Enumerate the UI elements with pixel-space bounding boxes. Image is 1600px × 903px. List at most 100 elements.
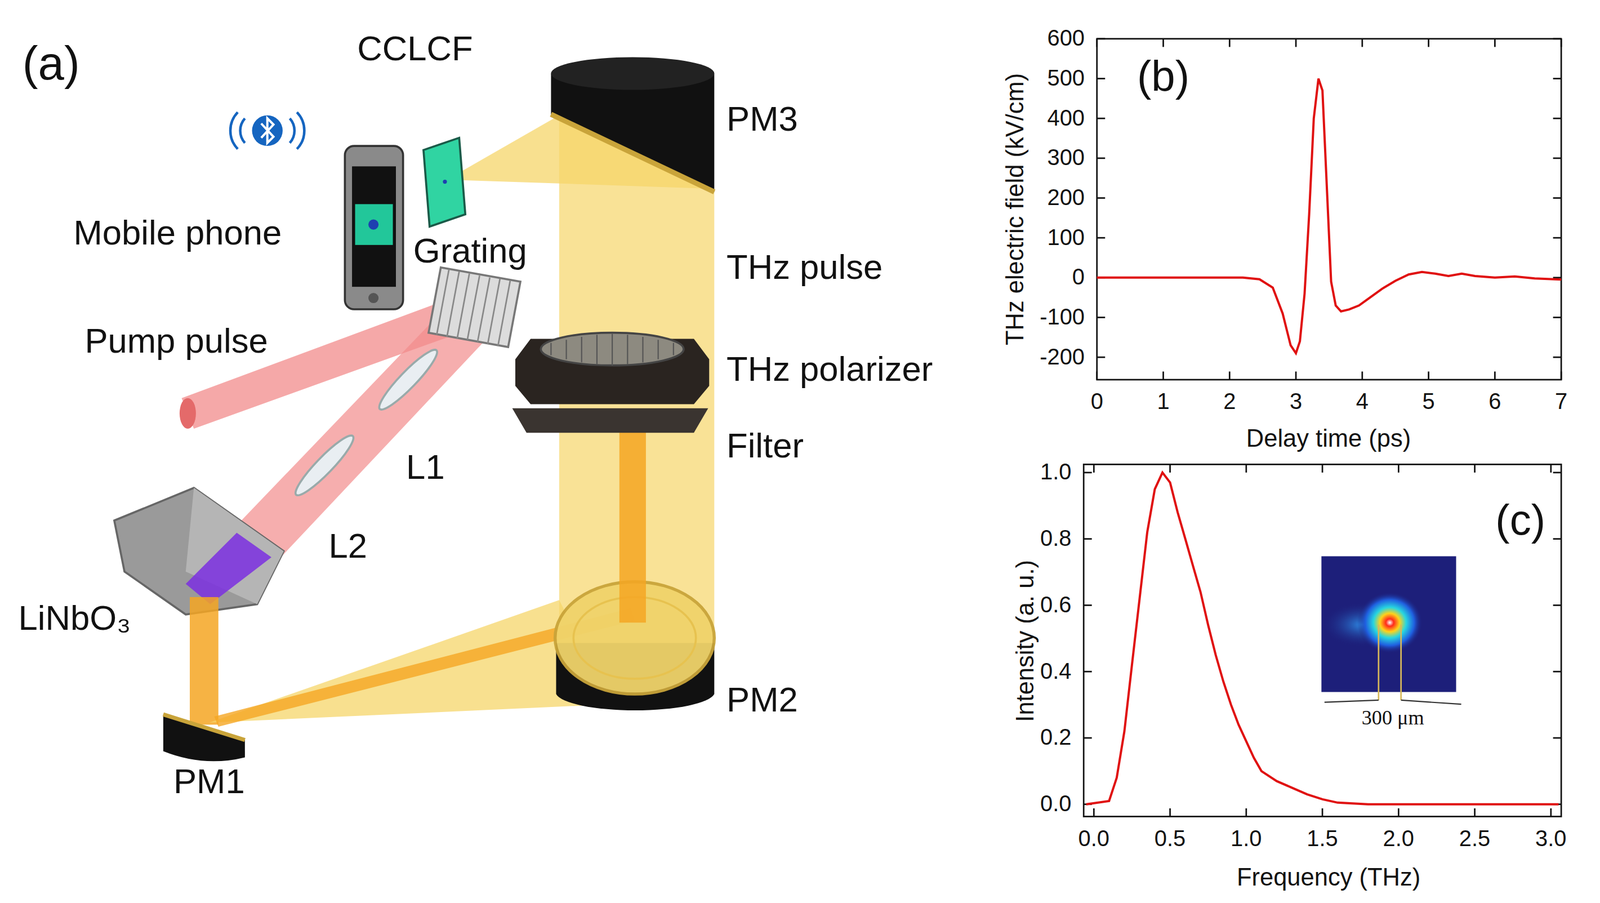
grating: [428, 267, 521, 347]
figure-label: 0: [1090, 389, 1104, 415]
tick-mark: [1083, 670, 1092, 673]
tick-mark: [1553, 537, 1562, 540]
figure-label: 3.0: [1535, 826, 1567, 851]
tick-mark: [1553, 316, 1562, 319]
waveform-curve: [1097, 78, 1562, 354]
tick-mark: [1553, 356, 1562, 359]
figure-label: 1.0: [1230, 826, 1262, 851]
thz-polarizer: [515, 332, 710, 405]
tick-mark: [1553, 237, 1562, 239]
tick-mark: [1162, 38, 1165, 47]
spectrum-curve: [1086, 472, 1559, 805]
tick-mark: [1553, 604, 1562, 606]
figure-label: PM1: [173, 762, 245, 801]
figure-label: CCLCF: [357, 29, 473, 69]
tick-mark: [1095, 38, 1098, 47]
tick-mark: [1083, 537, 1092, 540]
figure-label: 0.6: [1040, 593, 1072, 618]
tick-mark: [1473, 808, 1476, 817]
tick-mark: [1097, 356, 1105, 359]
tick-mark: [1083, 604, 1092, 606]
figure-label: (b): [1137, 52, 1190, 101]
tick-mark: [1169, 808, 1171, 817]
figure-label: 0.8: [1040, 526, 1072, 552]
tick-mark: [1093, 464, 1095, 472]
thz-beam: [619, 428, 646, 623]
tick-mark: [1295, 38, 1298, 47]
figure-label: 0.5: [1154, 826, 1186, 851]
tick-mark: [1494, 38, 1496, 47]
figure-label: 1.0: [1040, 460, 1072, 485]
tick-mark: [1097, 77, 1105, 80]
figure-label: Grating: [413, 232, 528, 271]
cclcf-film: [423, 137, 466, 227]
tick-mark: [1245, 808, 1247, 817]
figure-label: Frequency (THz): [1236, 863, 1421, 891]
figure-label: PM3: [726, 100, 799, 139]
figure-label: 0.0: [1040, 791, 1072, 817]
plot-frame: [1083, 38, 1562, 817]
thz-beam: [189, 596, 219, 725]
tick-mark: [1560, 371, 1563, 380]
figure-label: 0: [1072, 265, 1085, 291]
tick-mark: [1560, 38, 1563, 47]
figure-label: 3: [1289, 389, 1303, 415]
figure-label: L2: [328, 526, 368, 565]
tick-mark: [1553, 197, 1562, 199]
tick-mark: [1553, 37, 1562, 40]
figure-label: THz polarizer: [726, 350, 933, 389]
figure-label: L1: [406, 448, 445, 487]
figure-label: 100: [1046, 225, 1085, 251]
tick-mark: [1549, 464, 1552, 472]
figure-label: 2.5: [1459, 826, 1491, 851]
figure-label: Delay time (ps): [1246, 425, 1411, 453]
bluetooth-icon: [230, 112, 305, 149]
figure-label: 2: [1223, 389, 1236, 415]
figure-label: 200: [1046, 185, 1085, 211]
parabolic-mirror: [550, 56, 715, 192]
figure-label: PM2: [726, 680, 799, 720]
figure-label: 300: [1046, 145, 1085, 171]
tick-mark: [1095, 371, 1098, 380]
tick-mark: [1361, 38, 1363, 47]
tick-mark: [1553, 157, 1562, 159]
figure-label: 600: [1046, 26, 1085, 52]
tick-mark: [1321, 808, 1324, 817]
parabolic-mirror: [163, 714, 245, 761]
tick-mark: [1553, 737, 1562, 739]
tick-mark: [1553, 670, 1562, 673]
figure-label: (a): [22, 37, 80, 90]
figure-label: THz pulse: [726, 248, 883, 287]
figure-label: 6: [1488, 389, 1501, 415]
tick-mark: [1494, 371, 1496, 380]
tick-mark: [1162, 371, 1165, 380]
tick-mark: [1321, 464, 1324, 472]
tick-mark: [1083, 737, 1092, 739]
beam-profile-inset: [1321, 555, 1461, 704]
figure-label: 0.0: [1078, 826, 1110, 851]
tick-mark: [1427, 38, 1430, 47]
tick-mark: [1097, 117, 1105, 120]
linbo3-prism: [114, 487, 284, 615]
figure-label: 4: [1356, 389, 1369, 415]
tick-mark: [1097, 157, 1105, 159]
tick-mark: [1427, 371, 1430, 380]
tick-mark: [1228, 38, 1231, 47]
figure-label: 500: [1046, 66, 1085, 92]
tick-mark: [1228, 371, 1231, 380]
tick-mark: [1549, 808, 1552, 817]
figure-label: 2.0: [1383, 826, 1415, 851]
tick-mark: [1397, 464, 1400, 472]
figure-label: 400: [1046, 105, 1085, 131]
mobile-phone: [344, 145, 403, 310]
tick-mark: [1553, 117, 1562, 120]
tick-mark: [1473, 464, 1476, 472]
tick-mark: [1397, 808, 1400, 817]
figure-label: Intensity (a. u.): [1012, 559, 1040, 722]
figure-label: 0.2: [1040, 725, 1072, 751]
axis-ticks: [1083, 38, 1562, 817]
figure-label: 0.4: [1040, 658, 1072, 684]
figure-label: 300 μm: [1361, 706, 1425, 729]
tick-mark: [1097, 316, 1105, 319]
